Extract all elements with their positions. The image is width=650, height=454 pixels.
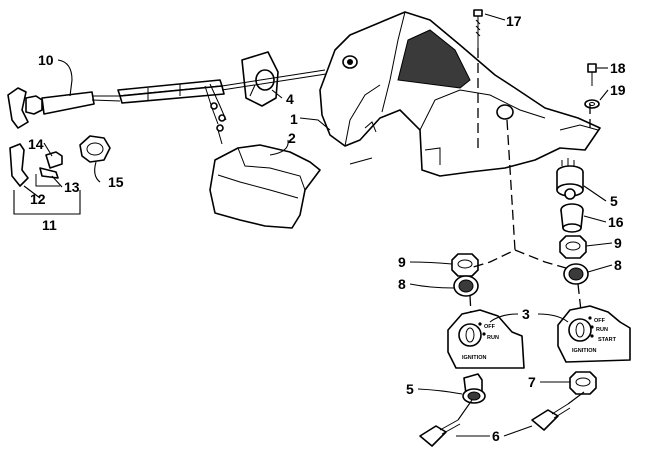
callout-9-right: 9 xyxy=(614,235,622,251)
callout-1: 1 xyxy=(290,111,298,127)
leader-lines xyxy=(13,13,613,437)
callout-2: 2 xyxy=(288,130,296,146)
assembly-line-left xyxy=(469,119,516,269)
callout-10: 10 xyxy=(38,52,54,68)
callout-17: 17 xyxy=(506,13,522,29)
callout-7: 7 xyxy=(528,374,536,390)
callout-16: 16 xyxy=(608,214,624,230)
choke-nut xyxy=(79,135,111,163)
callout-8-right: 8 xyxy=(614,257,622,273)
callout-5-left: 5 xyxy=(406,381,414,397)
console-housing xyxy=(319,11,601,177)
callout-18: 18 xyxy=(610,60,626,76)
nut-9-right xyxy=(559,235,587,259)
plate-right-start: START xyxy=(598,337,617,343)
ignition-plate-left: OFF RUN IGNITION xyxy=(447,309,525,369)
callout-4: 4 xyxy=(286,91,294,107)
plate-right-off: OFF xyxy=(594,318,606,324)
choke-cable xyxy=(7,69,327,145)
switch-hole xyxy=(496,104,514,120)
bezel-8-left xyxy=(453,275,479,297)
callout-15: 15 xyxy=(108,174,124,190)
nut-7 xyxy=(569,371,597,395)
callout-12: 12 xyxy=(30,191,46,207)
ignition-switch-lower xyxy=(462,373,486,404)
choke-lever-kit xyxy=(9,143,63,187)
callout-5-right: 5 xyxy=(610,193,618,209)
start-switch xyxy=(556,158,584,200)
bezel-8-right xyxy=(563,263,589,285)
washer-19 xyxy=(584,99,600,109)
plate-right-run: RUN xyxy=(596,327,608,333)
cable-bracket xyxy=(241,51,279,107)
screw-17 xyxy=(473,9,483,48)
callout-6: 6 xyxy=(492,428,500,444)
trim-panel xyxy=(209,144,321,229)
ignition-plate-right: OFF RUN START IGNITION xyxy=(557,305,631,363)
nut-9-left xyxy=(451,253,479,277)
callout-14: 14 xyxy=(28,136,44,152)
plate-right-ignition: IGNITION xyxy=(572,348,596,354)
callout-13: 13 xyxy=(64,179,80,195)
plate-left-off: OFF xyxy=(484,324,496,330)
screw-18 xyxy=(587,63,597,86)
callout-8-left: 8 xyxy=(398,276,406,292)
plate-left-run: RUN xyxy=(487,335,499,341)
callout-3: 3 xyxy=(522,306,530,322)
key-right xyxy=(531,391,585,431)
key-left xyxy=(419,399,473,447)
callout-9-left: 9 xyxy=(398,254,406,270)
callout-11: 11 xyxy=(42,217,57,233)
boot-16 xyxy=(560,203,584,233)
callout-19: 19 xyxy=(610,82,626,98)
assembly-line-right xyxy=(514,249,567,269)
callouts: 10 1 2 4 14 15 13 12 11 17 18 19 5 16 9 … xyxy=(28,13,626,444)
plate-left-ignition: IGNITION xyxy=(462,355,486,361)
